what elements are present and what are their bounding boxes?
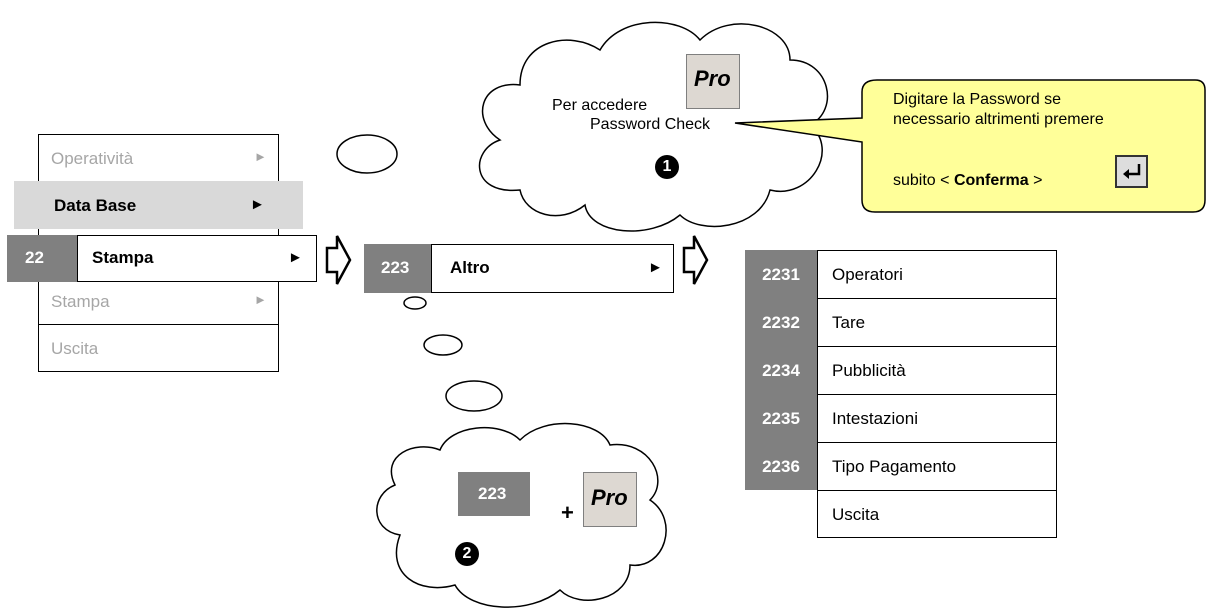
menu-item-label: Intestazioni <box>832 409 918 428</box>
menu-item-label: Stampa <box>92 248 154 267</box>
submenu-arrow-icon: ► <box>250 196 265 213</box>
hollow-arrow-1 <box>325 235 352 285</box>
bubble-6 <box>445 380 503 412</box>
pro-key-icon: Pro <box>686 54 740 109</box>
cloud-text-line2: Password Check <box>590 116 711 133</box>
hollow-arrow-2 <box>682 235 709 285</box>
menu-item-data-base[interactable]: Data Base ► <box>14 181 303 229</box>
key-label: Pro <box>694 66 731 91</box>
callout-text: Digitare la Password se necessario altri… <box>893 90 1193 130</box>
submenu-arrow-icon: ► <box>288 249 303 266</box>
menu-item-label: Pubblicità <box>832 361 906 380</box>
menu-item-label: Uscita <box>51 339 99 358</box>
plus-sign: + <box>561 500 574 525</box>
submenu-item-uscita[interactable]: Uscita <box>818 491 1056 539</box>
cloud-text-line1: Per accedere <box>552 97 648 114</box>
confirm-label: Conferma <box>953 172 1029 189</box>
menu-code-text: 22 <box>25 248 44 267</box>
callout-line2: necessario altrimenti premere <box>893 111 1104 128</box>
menu-item-stampa-selected[interactable]: Stampa ► <box>77 235 317 282</box>
pro-key-icon: Pro <box>583 472 637 527</box>
callout-line3: subito < Conferma > <box>893 172 1042 190</box>
submenu-list: Operatori Tare Pubblicità Intestazioni T… <box>817 250 1057 538</box>
step-number-2: 2 <box>455 542 479 566</box>
submenu-arrow-icon: ► <box>648 259 663 276</box>
menu-code-text: 2231 <box>762 265 800 284</box>
submenu-arrow-icon: ► <box>254 149 267 164</box>
bubble-5 <box>423 334 463 356</box>
submenu-item-tipo-pagamento[interactable]: Tipo Pagamento <box>818 443 1056 491</box>
bubble-1 <box>336 134 398 174</box>
submenu-item-tare[interactable]: Tare <box>818 299 1056 347</box>
callout-line1: Digitare la Password se <box>893 91 1062 108</box>
bubble-4 <box>403 296 427 310</box>
menu-code-badge: 223 <box>364 244 431 293</box>
menu-code-text: 223 <box>381 258 410 277</box>
submenu-code-column: 2231 2232 2234 2235 2236 <box>745 250 817 490</box>
submenu-item-operatori[interactable]: Operatori <box>818 251 1056 299</box>
menu-item-label: Operatività <box>51 149 134 168</box>
menu-item-label: Data Base <box>54 196 137 215</box>
enter-arrow-icon <box>1123 164 1141 179</box>
submenu-item-pubblicita[interactable]: Pubblicità <box>818 347 1056 395</box>
menu-item-label: Uscita <box>832 505 880 524</box>
key-label: Pro <box>591 485 628 510</box>
menu-code-text: 223 <box>478 484 507 503</box>
menu-code-text: 2232 <box>762 313 800 332</box>
menu-item-altro[interactable]: Altro ► <box>431 244 674 293</box>
menu-item-operativita[interactable]: Operatività ► <box>39 135 278 183</box>
submenu-item-intestazioni[interactable]: Intestazioni <box>818 395 1056 443</box>
menu-code-badge: 22 <box>7 235 77 282</box>
submenu-arrow-icon: ► <box>254 292 267 307</box>
menu-item-label: Tipo Pagamento <box>832 457 957 476</box>
step-number-1: 1 <box>655 155 679 179</box>
menu-code-text: 2235 <box>762 409 800 428</box>
menu-code-text: 2236 <box>762 457 800 476</box>
thought-cloud-1 <box>478 21 829 232</box>
enter-key-icon <box>1115 155 1148 188</box>
menu-item-label: Operatori <box>832 265 903 284</box>
menu-item-label: Altro <box>450 258 490 277</box>
menu-item-stampa-disabled[interactable]: Stampa ► <box>39 277 278 325</box>
callout-prefix: subito < <box>893 172 954 189</box>
menu-code-text: 2234 <box>762 361 800 380</box>
menu-item-label: Stampa <box>51 292 110 311</box>
menu-item-label: Tare <box>832 313 866 332</box>
menu-item-uscita[interactable]: Uscita <box>39 324 278 372</box>
speech-callout <box>734 79 1206 213</box>
menu-code-badge: 223 <box>458 472 530 516</box>
callout-suffix: > <box>1028 172 1043 189</box>
